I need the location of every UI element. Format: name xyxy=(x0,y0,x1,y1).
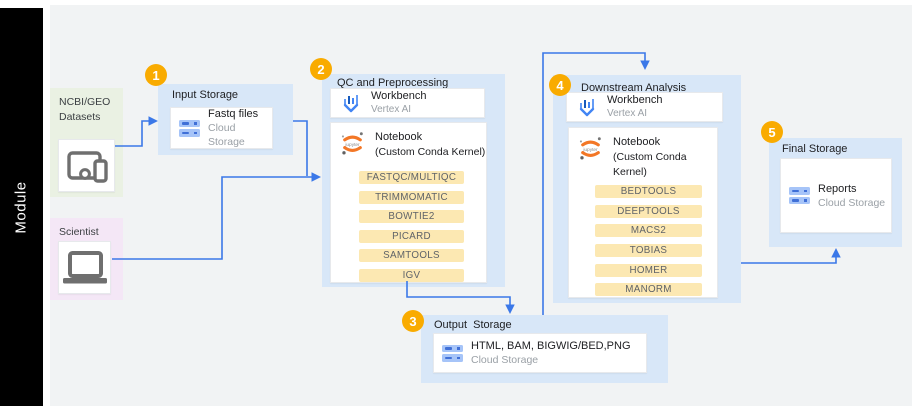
downstream-analysis-zone: Downstream Analysis Workbench Vertex AI … xyxy=(553,75,741,303)
scientist-zone: Scientist xyxy=(50,218,123,300)
final-storage-title: Final Storage xyxy=(782,143,848,155)
downstream-workbench-title: Workbench xyxy=(607,94,663,106)
tool-pill: TOBIAS xyxy=(595,244,702,258)
ncbi-geo-zone: NCBI/GEO Datasets xyxy=(50,88,123,197)
vertex-ai-workbench-icon xyxy=(579,99,595,117)
input-storage-zone: Input Storage Fastq files Cloud Storage xyxy=(158,84,293,155)
jupyter-logo-text: jupyter xyxy=(582,147,598,153)
output-storage-zone: Output Storage HTML, BAM, BIGWIG/BED,PNG… xyxy=(421,315,668,383)
qc-notebook-subtitle: (Custom Conda Kernel) xyxy=(375,146,486,158)
downstream-notebook-card: jupyter Notebook (Custom Conda Kernel) B… xyxy=(568,127,718,298)
final-storage-item-title: Reports xyxy=(818,182,857,195)
output-storage-item-title: HTML, BAM, BIGWIG/BED,PNG xyxy=(471,340,631,352)
downstream-workbench-card: Workbench Vertex AI xyxy=(566,92,723,122)
output-storage-card: HTML, BAM, BIGWIG/BED,PNG Cloud Storage xyxy=(433,333,647,373)
tool-pill: PICARD xyxy=(359,229,464,243)
tool-pill: MANORM xyxy=(595,283,702,297)
tool-pill: DEEPTOOLS xyxy=(595,204,702,218)
tool-pill: FASTQC/MULTIQC xyxy=(359,171,464,184)
final-storage-item-subtitle: Cloud Storage xyxy=(818,196,886,209)
qc-tools-list: FASTQC/MULTIQC TRIMMOMATIC BOWTIE2 PICAR… xyxy=(359,171,464,282)
module-sidebar: Module xyxy=(0,8,43,406)
cloud-storage-icon xyxy=(442,344,463,362)
cloud-storage-icon xyxy=(789,187,810,204)
downstream-notebook-subtitle: (Custom Conda Kernel) xyxy=(613,151,687,178)
ncbi-geo-card xyxy=(58,139,115,192)
step-badge-5: 5 xyxy=(761,121,783,143)
qc-workbench-subtitle: Vertex AI xyxy=(371,104,412,115)
step-badge-4: 4 xyxy=(549,74,571,96)
input-storage-item-title: Fastq files xyxy=(208,108,259,120)
scientist-card xyxy=(58,241,111,294)
downstream-workbench-subtitle: Vertex AI xyxy=(607,108,648,119)
tool-pill: TRIMMOMATIC xyxy=(359,190,464,204)
qc-notebook-card: jupyter Notebook (Custom Conda Kernel) F… xyxy=(330,122,487,283)
tool-pill: SAMTOOLS xyxy=(359,249,464,262)
tool-pill: HOMER xyxy=(595,263,702,277)
jupyter-icon: jupyter xyxy=(579,137,601,160)
qc-preprocessing-zone: QC and Preprocessing Workbench Vertex AI… xyxy=(322,74,505,287)
qc-workbench-title: Workbench xyxy=(371,90,427,102)
module-label: Module xyxy=(13,180,31,234)
scientist-label: Scientist xyxy=(59,226,99,238)
cloud-storage-icon xyxy=(179,119,200,137)
input-storage-card: Fastq files Cloud Storage xyxy=(170,107,273,149)
tool-pill: IGV xyxy=(359,268,464,282)
tool-pill: BOWTIE2 xyxy=(359,210,464,223)
devices-icon xyxy=(66,150,108,183)
jupyter-logo-text: jupyter xyxy=(344,142,360,148)
input-storage-item-subtitle: Cloud Storage xyxy=(208,122,245,148)
input-storage-title: Input Storage xyxy=(172,89,239,101)
qc-workbench-card: Workbench Vertex AI xyxy=(330,88,485,118)
jupyter-icon: jupyter xyxy=(341,132,363,155)
vertex-ai-workbench-icon xyxy=(343,95,359,113)
final-storage-zone: Final Storage Reports Cloud Storage xyxy=(769,138,902,247)
output-storage-item-subtitle: Cloud Storage xyxy=(471,354,539,366)
qc-notebook-title: Notebook xyxy=(375,131,423,143)
step-badge-1: 1 xyxy=(145,64,167,86)
tool-pill: MACS2 xyxy=(595,224,702,238)
final-storage-card: Reports Cloud Storage xyxy=(780,158,892,233)
tool-pill: BEDTOOLS xyxy=(595,185,702,198)
step-badge-3: 3 xyxy=(402,310,424,332)
ncbi-geo-label: NCBI/GEO Datasets xyxy=(59,96,111,123)
qc-preprocessing-title: QC and Preprocessing xyxy=(337,77,449,89)
laptop-icon xyxy=(62,250,107,283)
downstream-notebook-title: Notebook xyxy=(613,136,661,148)
downstream-tools-list: BEDTOOLS DEEPTOOLS MACS2 TOBIAS HOMER MA… xyxy=(595,185,702,297)
output-storage-title: Output Storage xyxy=(434,319,512,331)
step-badge-2: 2 xyxy=(310,58,332,80)
